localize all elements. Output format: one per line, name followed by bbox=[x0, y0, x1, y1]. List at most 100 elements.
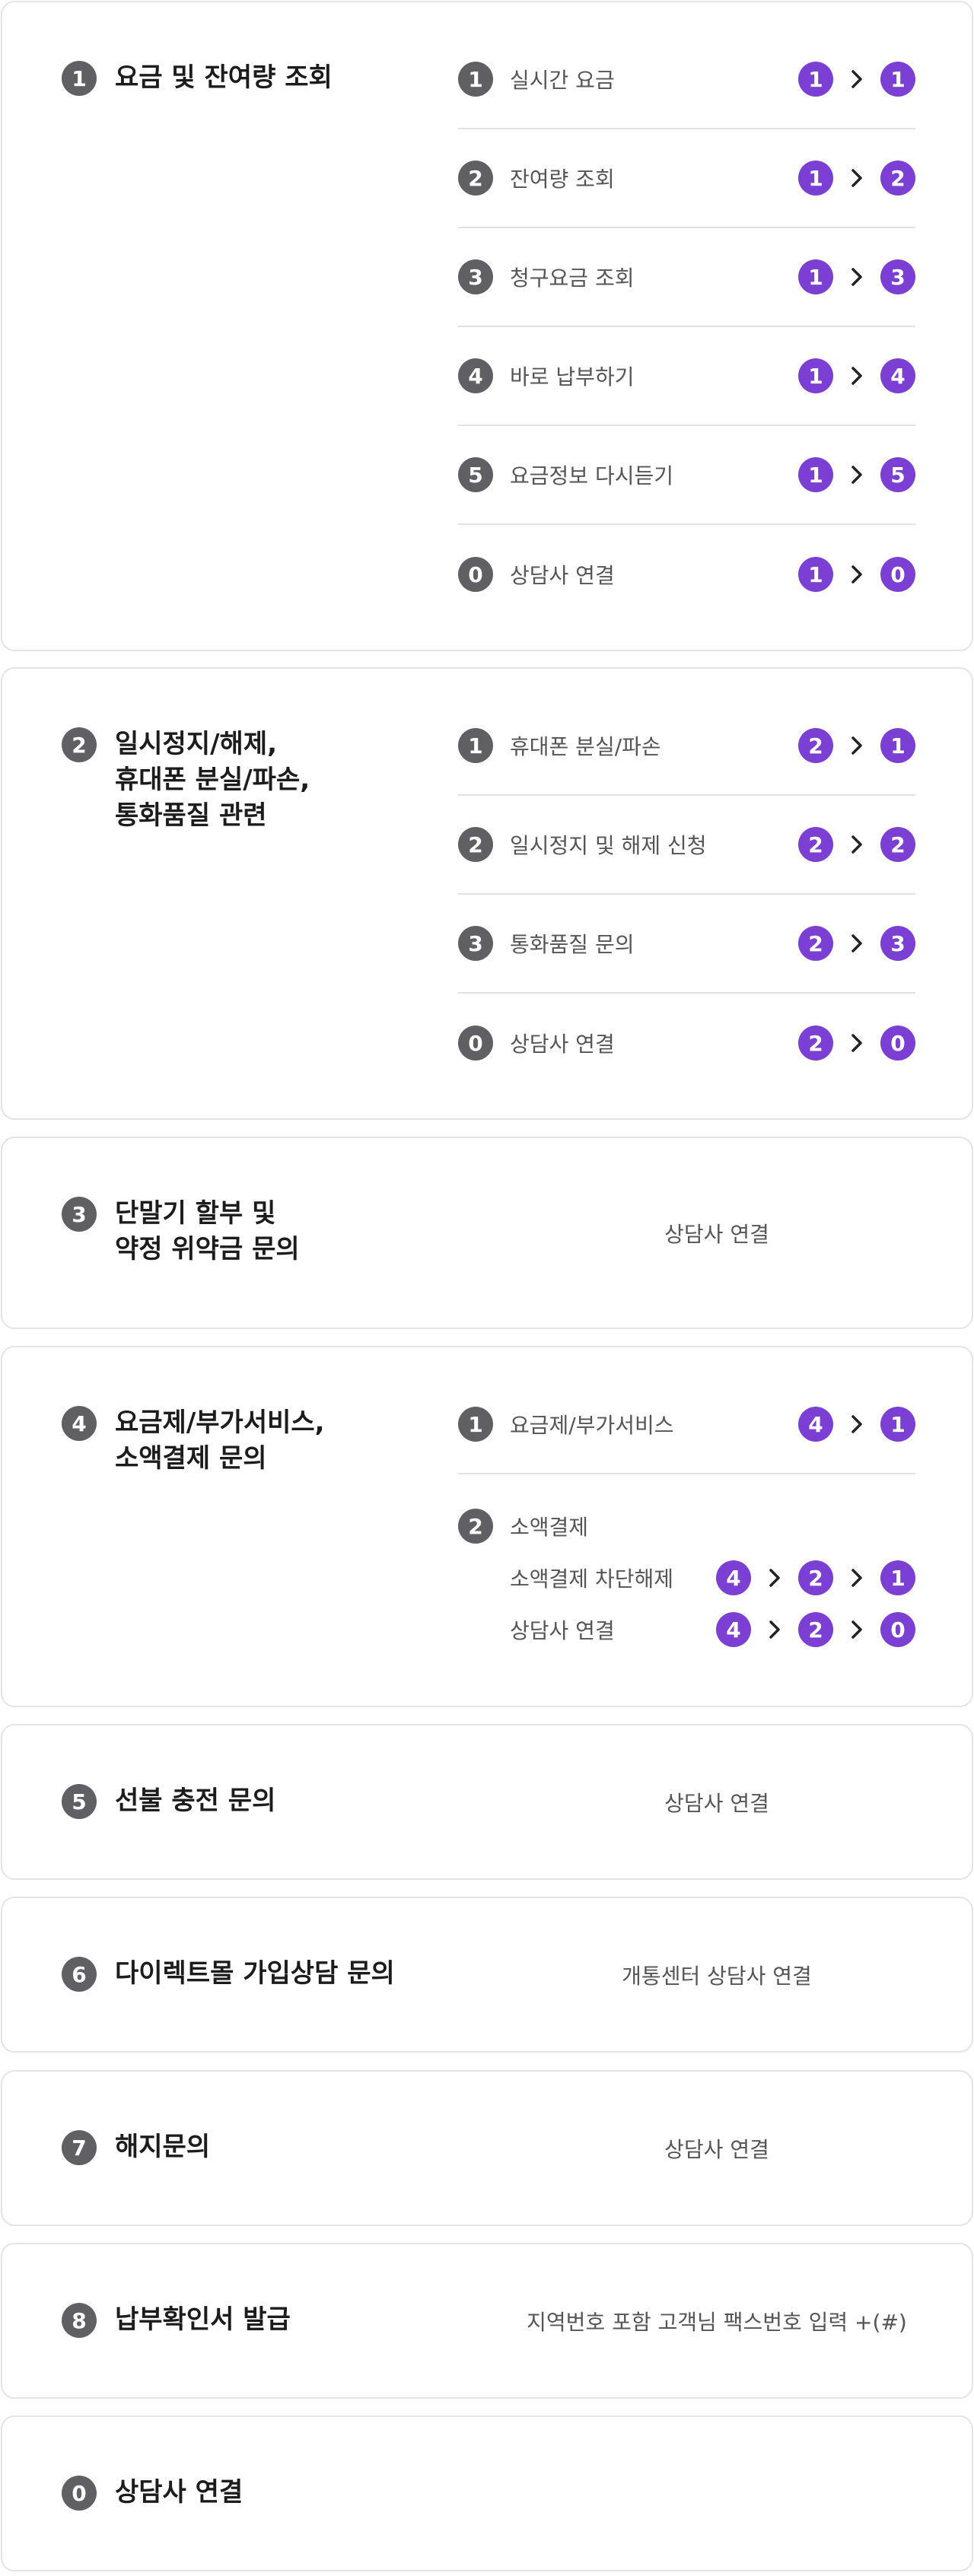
option-number-badge: 1 bbox=[458, 728, 493, 763]
menu-option[interactable]: 2 잔여량 조회 1 2 bbox=[458, 129, 915, 228]
option-label: 요금제/부가서비스 bbox=[510, 1413, 674, 1438]
option-number-badge: 0 bbox=[458, 557, 493, 592]
key-sequence: 2 2 bbox=[798, 827, 915, 862]
category-title: 요금제/부가서비스, 소액결제 문의 bbox=[115, 1407, 325, 1474]
key-badge: 2 bbox=[798, 728, 833, 763]
option-label: 통화품질 문의 bbox=[510, 932, 635, 957]
key-badge: 2 bbox=[798, 1026, 833, 1061]
category-number-badge: 6 bbox=[62, 1957, 97, 1992]
option-number-badge: 4 bbox=[458, 358, 493, 393]
sub-option-label: 소액결제 차단해제 bbox=[510, 1566, 673, 1592]
menu-card-2: 2 일시정지/해제, 휴대폰 분실/파손, 통화품질 관련 1 휴대폰 분실/파… bbox=[1, 667, 973, 1120]
option-note[interactable]: 지역번호 포함 고객님 팩스번호 입력 +(#) bbox=[527, 2309, 907, 2335]
option-label: 바로 납부하기 bbox=[510, 364, 635, 390]
category-title: 선불 충전 문의 bbox=[115, 1786, 276, 1816]
option-label: 요금정보 다시듣기 bbox=[510, 463, 673, 488]
key-sequence: 1 3 bbox=[798, 259, 915, 294]
chevron-right-icon bbox=[833, 161, 880, 196]
sub-option[interactable]: 소액결제 차단해제 4 2 1 bbox=[510, 1560, 915, 1595]
key-sequence: 1 0 bbox=[798, 557, 915, 592]
key-badge: 4 bbox=[716, 1560, 751, 1595]
chevron-right-icon bbox=[751, 1612, 798, 1647]
category-header: 2 일시정지/해제, 휴대폰 분실/파손, 통화품질 관련 bbox=[62, 727, 310, 834]
key-badge: 5 bbox=[880, 457, 915, 492]
category-title: 일시정지/해제, 휴대폰 분실/파손, 통화품질 관련 bbox=[115, 729, 310, 831]
key-sequence: 2 0 bbox=[798, 1026, 915, 1061]
option-note[interactable]: 개통센터 상담사 연결 bbox=[622, 1963, 812, 1989]
menu-option[interactable]: 3 청구요금 조회 1 3 bbox=[458, 228, 915, 327]
option-label: 청구요금 조회 bbox=[510, 266, 635, 291]
key-badge: 2 bbox=[880, 827, 915, 862]
chevron-right-icon bbox=[833, 728, 880, 763]
option-number-badge: 1 bbox=[458, 62, 493, 97]
key-badge: 1 bbox=[880, 1407, 915, 1442]
menu-option[interactable]: 1 실시간 요금 1 1 bbox=[458, 30, 915, 129]
option-note[interactable]: 상담사 연결 bbox=[664, 2136, 769, 2162]
key-badge: 3 bbox=[880, 926, 915, 961]
key-badge: 2 bbox=[798, 827, 833, 862]
key-badge: 1 bbox=[880, 1560, 915, 1595]
menu-card-0[interactable]: 0 상담사 연결 bbox=[1, 2415, 973, 2571]
chevron-right-icon bbox=[833, 1407, 880, 1442]
chevron-right-icon bbox=[833, 457, 880, 492]
category-number-badge: 4 bbox=[62, 1406, 97, 1441]
category-header: 5 선불 충전 문의 bbox=[62, 1784, 275, 1819]
option-number-badge: 1 bbox=[458, 1407, 493, 1442]
category-number-badge: 3 bbox=[62, 1197, 97, 1232]
chevron-right-icon bbox=[833, 926, 880, 961]
menu-card-6: 6 다이렉트몰 가입상담 문의 개통센터 상담사 연결 bbox=[1, 1897, 973, 2053]
key-sequence: 2 3 bbox=[798, 926, 915, 961]
menu-card-1: 1 요금 및 잔여량 조회 1 실시간 요금 1 1 2 잔여량 조회 1 2 … bbox=[1, 1, 973, 651]
category-header: 0 상담사 연결 bbox=[62, 2476, 243, 2511]
menu-card-3: 3 단말기 할부 및 약정 위약금 문의 상담사 연결 bbox=[1, 1137, 973, 1329]
category-number-badge: 1 bbox=[62, 61, 97, 96]
menu-option[interactable]: 3 통화품질 문의 2 3 bbox=[458, 895, 915, 994]
key-badge: 1 bbox=[880, 62, 915, 97]
key-badge: 2 bbox=[798, 926, 833, 961]
menu-option[interactable]: 0 상담사 연결 2 0 bbox=[458, 994, 915, 1092]
option-label: 소액결제 bbox=[510, 1515, 589, 1540]
option-label: 실시간 요금 bbox=[510, 68, 615, 93]
option-label: 상담사 연결 bbox=[510, 1032, 615, 1057]
chevron-right-icon bbox=[833, 827, 880, 862]
option-number-badge: 2 bbox=[458, 827, 493, 862]
key-badge: 1 bbox=[798, 161, 833, 196]
option-label: 잔여량 조회 bbox=[510, 167, 615, 192]
sub-option[interactable]: 상담사 연결 4 2 0 bbox=[510, 1612, 915, 1647]
category-title: 상담사 연결 bbox=[115, 2477, 244, 2508]
option-note[interactable]: 상담사 연결 bbox=[664, 1221, 769, 1247]
key-badge: 4 bbox=[798, 1407, 833, 1442]
key-badge: 4 bbox=[716, 1612, 751, 1647]
menu-card-8: 8 납부확인서 발급 지역번호 포함 고객님 팩스번호 입력 +(#) bbox=[1, 2243, 973, 2399]
option-note[interactable]: 상담사 연결 bbox=[664, 1790, 769, 1816]
category-title: 단말기 할부 및 약정 위약금 문의 bbox=[115, 1198, 300, 1264]
menu-card-5: 5 선불 충전 문의 상담사 연결 bbox=[1, 1724, 973, 1880]
key-sequence: 4 2 1 bbox=[716, 1560, 915, 1595]
option-number-badge: 3 bbox=[458, 259, 493, 294]
key-badge: 2 bbox=[798, 1560, 833, 1595]
menu-option[interactable]: 1 요금제/부가서비스 4 1 bbox=[458, 1375, 915, 1474]
key-badge: 0 bbox=[880, 557, 915, 592]
menu-option[interactable]: 2 소액결제 bbox=[458, 1509, 588, 1544]
key-sequence: 2 1 bbox=[798, 728, 915, 763]
key-sequence: 4 2 0 bbox=[716, 1612, 915, 1647]
category-number-badge: 8 bbox=[62, 2303, 97, 2338]
chevron-right-icon bbox=[833, 1560, 880, 1595]
menu-option[interactable]: 1 휴대폰 분실/파손 2 1 bbox=[458, 697, 915, 796]
menu-option[interactable]: 0 상담사 연결 1 0 bbox=[458, 525, 915, 624]
category-header: 3 단말기 할부 및 약정 위약금 문의 bbox=[62, 1197, 300, 1267]
menu-option[interactable]: 2 일시정지 및 해제 신청 2 2 bbox=[458, 796, 915, 895]
key-badge: 3 bbox=[880, 259, 915, 294]
key-badge: 1 bbox=[798, 62, 833, 97]
key-badge: 1 bbox=[798, 358, 833, 393]
menu-option[interactable]: 5 요금정보 다시듣기 1 5 bbox=[458, 426, 915, 525]
key-sequence: 1 2 bbox=[798, 161, 915, 196]
menu-option[interactable]: 4 바로 납부하기 1 4 bbox=[458, 327, 915, 426]
key-badge: 1 bbox=[798, 259, 833, 294]
key-badge: 1 bbox=[880, 728, 915, 763]
category-number-badge: 0 bbox=[62, 2476, 97, 2511]
key-badge: 0 bbox=[880, 1026, 915, 1061]
sub-option-label: 상담사 연결 bbox=[510, 1618, 615, 1643]
key-badge: 2 bbox=[798, 1612, 833, 1647]
option-number-badge: 2 bbox=[458, 161, 493, 196]
